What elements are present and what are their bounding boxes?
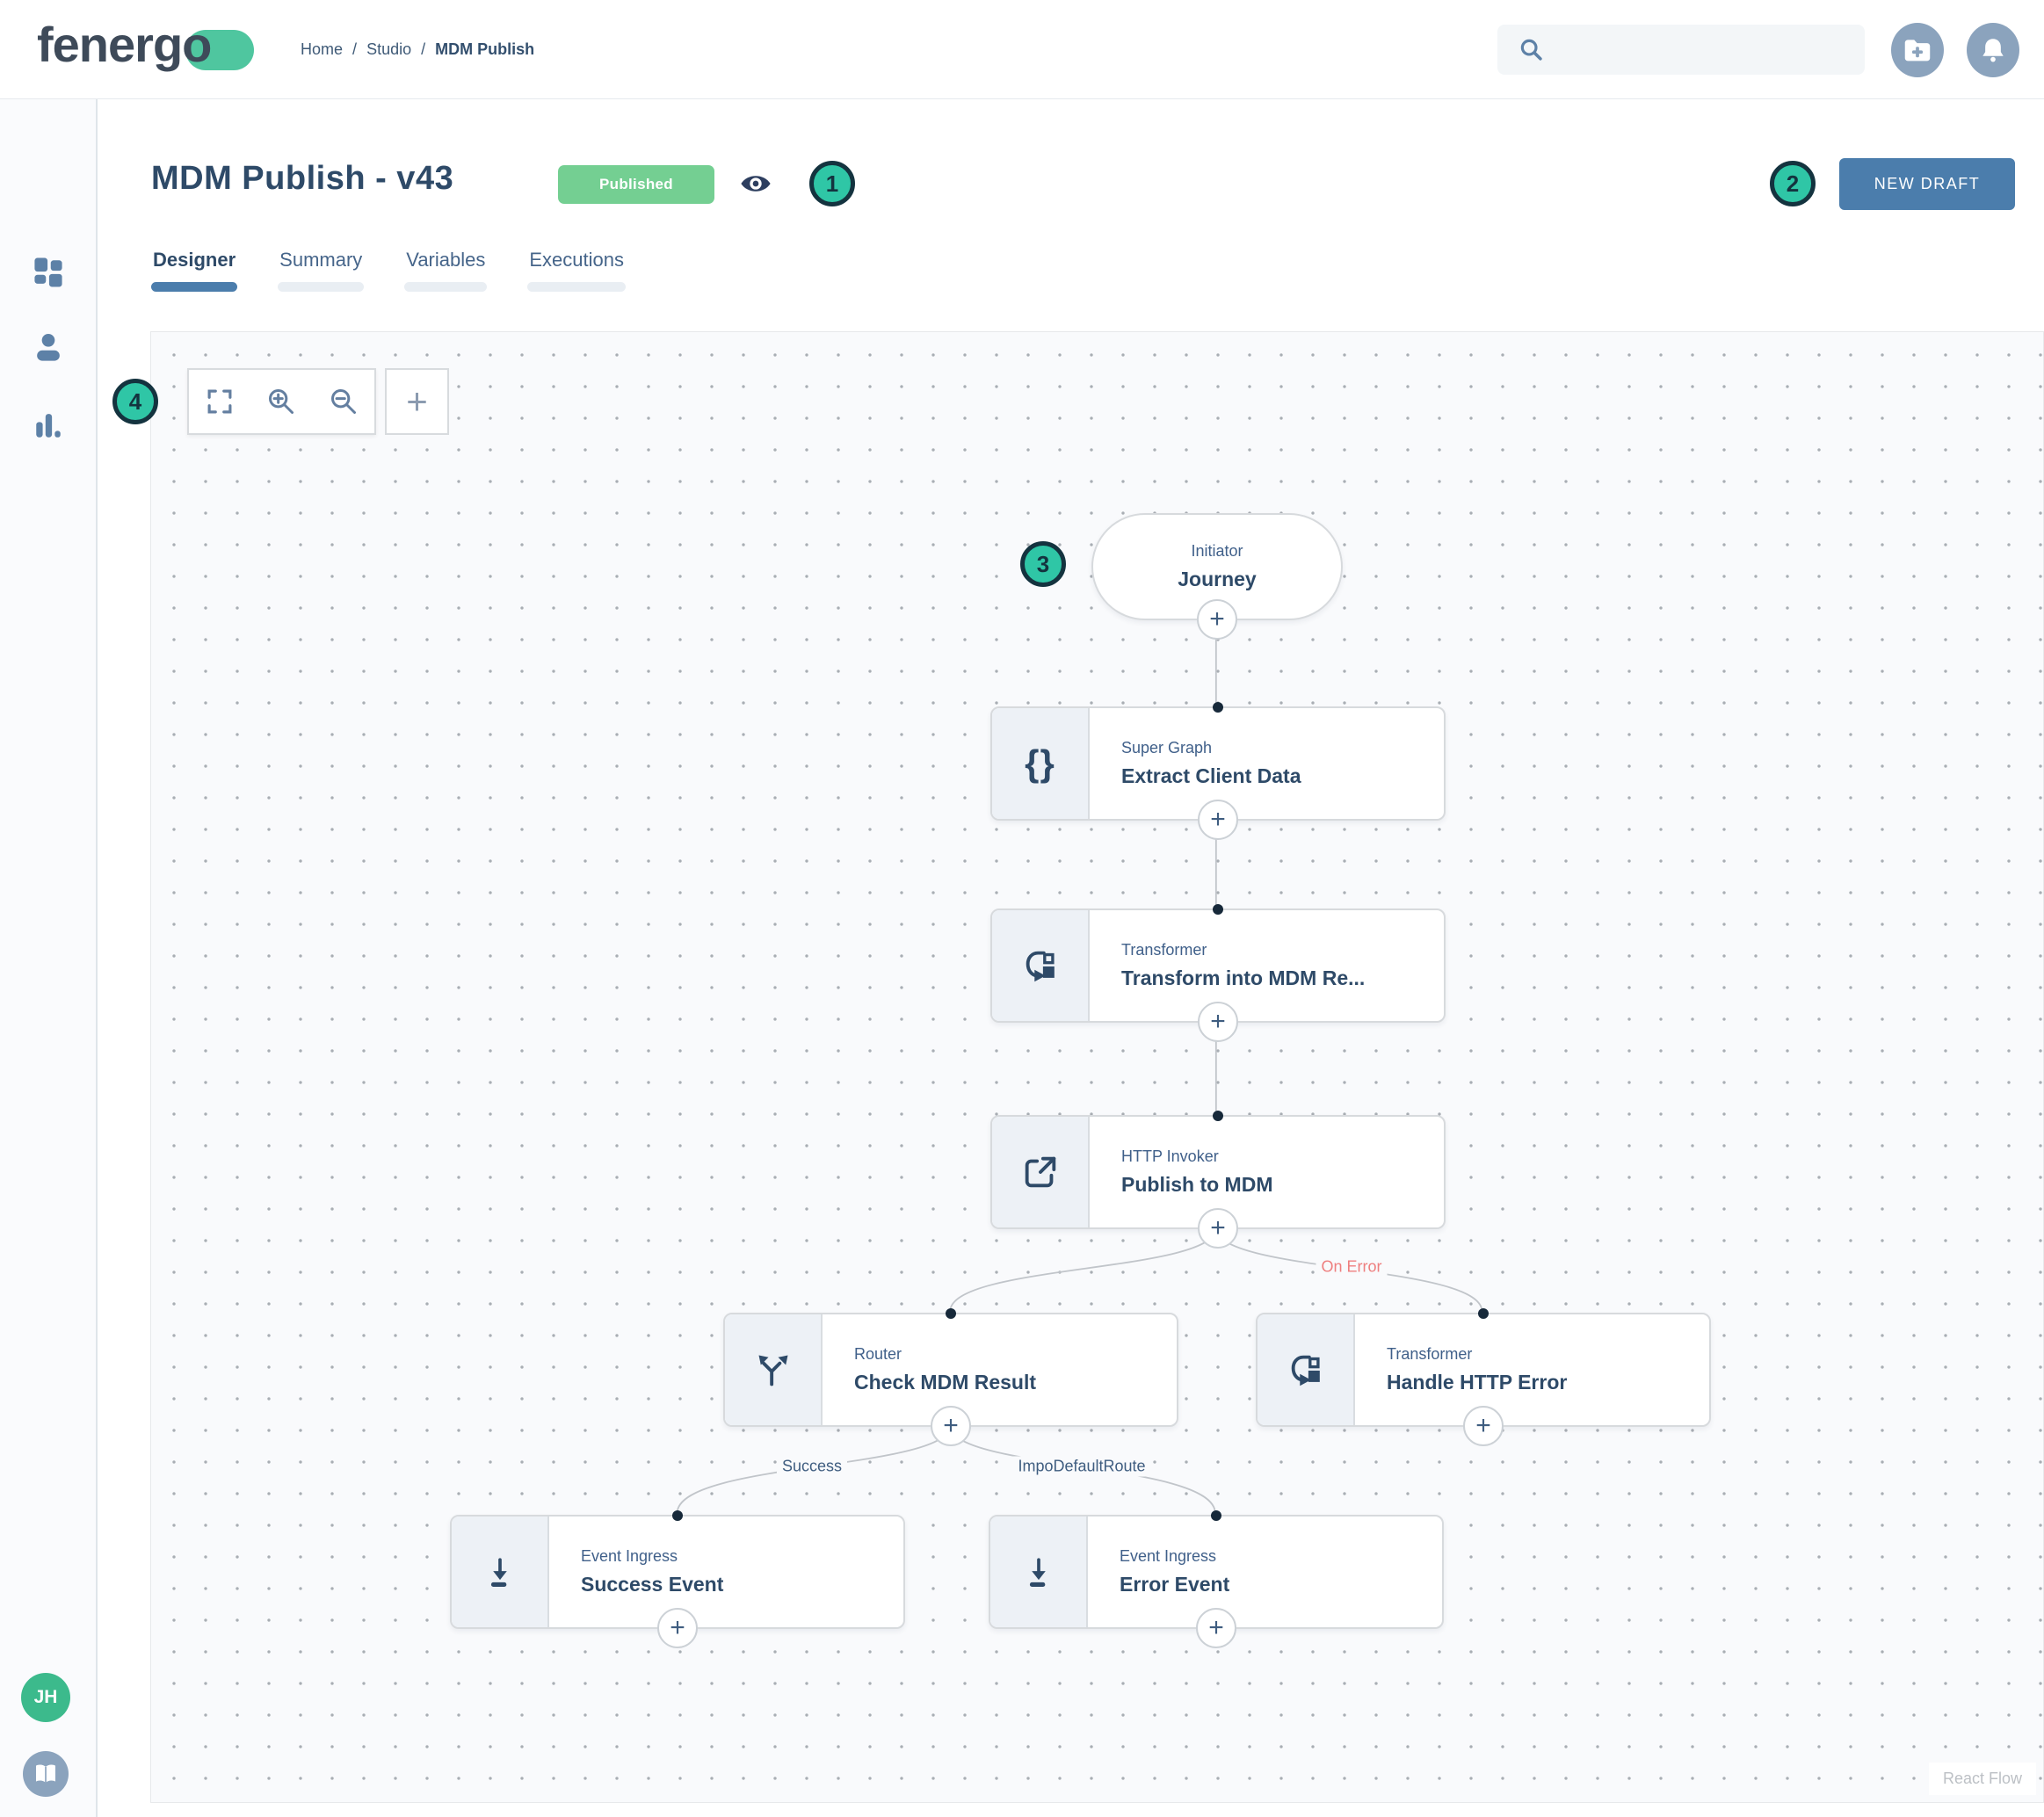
add-step-button[interactable]: + — [1197, 599, 1237, 640]
sidebar-item-users[interactable] — [29, 329, 68, 367]
flow-canvas[interactable]: On Error Success ImpoDefaultRoute — [150, 331, 2044, 1803]
node-icon-section — [992, 1117, 1090, 1227]
add-step-button[interactable]: + — [1198, 1208, 1238, 1249]
avatar-initials: JH — [34, 1687, 58, 1708]
node-extract-client-data[interactable]: {} Super Graph Extract Client Data + — [990, 706, 1446, 821]
braces-icon: {} — [1025, 742, 1055, 785]
zoom-in-icon — [264, 384, 299, 419]
split-route-icon — [754, 1350, 793, 1389]
tab-underline — [151, 282, 237, 292]
transform-icon — [1020, 945, 1061, 986]
add-step-button[interactable]: + — [657, 1608, 698, 1648]
status-badge: Published — [558, 165, 714, 204]
zoom-in-button[interactable] — [258, 379, 304, 424]
node-publish-to-mdm[interactable]: HTTP Invoker Publish to MDM + — [990, 1115, 1446, 1229]
node-icon-section — [990, 1517, 1088, 1627]
edge-target-handle — [1213, 1111, 1223, 1121]
fullscreen-icon — [203, 385, 236, 418]
breadcrumb: Home / Studio / MDM Publish — [301, 40, 534, 59]
search-input[interactable] — [1559, 40, 1849, 59]
external-link-icon — [1020, 1152, 1061, 1192]
react-flow-attribution: React Flow — [1929, 1763, 2036, 1795]
node-icon-section — [452, 1517, 549, 1627]
event-ingress-icon — [1019, 1553, 1058, 1591]
edge-target-handle — [1213, 702, 1223, 713]
search-icon — [1517, 35, 1547, 65]
bell-icon — [1978, 35, 2008, 65]
node-icon-section — [725, 1314, 823, 1425]
node-icon-section — [992, 910, 1090, 1021]
tab-designer[interactable]: Designer — [151, 249, 237, 292]
node-check-mdm-result[interactable]: Router Check MDM Result + — [723, 1313, 1178, 1427]
eye-icon — [738, 169, 773, 199]
canvas-toolbar — [187, 368, 376, 435]
fenergo-logo[interactable]: fenergo — [37, 16, 211, 73]
event-ingress-icon — [481, 1553, 519, 1591]
edge-target-handle — [1211, 1510, 1221, 1521]
add-step-button[interactable]: + — [1196, 1608, 1236, 1648]
breadcrumb-separator: / — [352, 40, 357, 58]
zoom-out-icon — [326, 384, 361, 419]
add-step-button[interactable]: + — [1198, 800, 1238, 840]
new-draft-button[interactable]: NEW DRAFT — [1839, 158, 2015, 210]
tab-variables[interactable]: Variables — [404, 249, 487, 292]
annotation-marker-4: 4 — [112, 379, 158, 424]
documentation-button[interactable] — [23, 1751, 69, 1797]
transform-icon — [1286, 1350, 1326, 1390]
bar-chart-icon — [29, 406, 68, 445]
edge-target-handle — [1213, 904, 1223, 915]
breadcrumb-current: MDM Publish — [435, 40, 534, 58]
edge-target-handle — [946, 1308, 956, 1319]
add-step-button[interactable]: + — [931, 1406, 971, 1446]
annotation-marker-1: 1 — [809, 161, 855, 206]
fit-view-button[interactable] — [197, 379, 243, 424]
add-step-button[interactable]: + — [1198, 1002, 1238, 1042]
node-icon-section — [1258, 1314, 1355, 1425]
annotation-marker-3: 3 — [1020, 541, 1066, 587]
global-search — [1497, 25, 1865, 75]
tab-summary[interactable]: Summary — [278, 249, 364, 292]
sidebar-item-dashboard[interactable] — [29, 253, 68, 292]
tab-bar: Designer Summary Variables Executions — [151, 249, 626, 292]
breadcrumb-studio[interactable]: Studio — [366, 40, 411, 58]
page-title: MDM Publish - v43 — [151, 160, 453, 198]
edge-label-on-error: On Error — [1316, 1257, 1387, 1278]
node-icon-section: {} — [992, 708, 1090, 819]
sidebar-item-analytics[interactable] — [29, 406, 68, 445]
edge-label-success: Success — [777, 1457, 847, 1477]
user-avatar[interactable]: JH — [21, 1673, 70, 1722]
left-sidebar: JH — [0, 99, 98, 1817]
tab-executions[interactable]: Executions — [527, 249, 626, 292]
zoom-out-button[interactable] — [321, 379, 366, 424]
logo-o: o — [182, 17, 211, 72]
top-header: fenergo Home / Studio / MDM Publish — [0, 0, 2044, 99]
notifications-button[interactable] — [1967, 23, 2019, 77]
edge-target-handle — [672, 1510, 683, 1521]
edge-label-default-route: ImpoDefaultRoute — [1012, 1457, 1150, 1477]
breadcrumb-separator: / — [421, 40, 425, 58]
annotation-marker-2: 2 — [1770, 161, 1816, 206]
node-success-event[interactable]: Event Ingress Success Event + — [450, 1515, 905, 1629]
node-handle-http-error[interactable]: Transformer Handle HTTP Error + — [1256, 1313, 1711, 1427]
tab-underline — [278, 282, 364, 292]
add-node-button[interactable]: + — [385, 368, 449, 435]
dashboard-icon — [29, 253, 68, 292]
tab-underline — [527, 282, 626, 292]
edge-target-handle — [1478, 1308, 1489, 1319]
preview-toggle-button[interactable] — [738, 169, 773, 199]
node-journey-initiator[interactable]: Initiator Journey + — [1091, 513, 1343, 620]
tab-underline — [404, 282, 487, 292]
new-item-button[interactable] — [1891, 23, 1944, 77]
breadcrumb-home[interactable]: Home — [301, 40, 343, 58]
add-step-button[interactable]: + — [1463, 1406, 1504, 1446]
logo-text: fenerg — [37, 17, 182, 72]
person-icon — [29, 329, 68, 367]
node-transform-into-mdm[interactable]: Transformer Transform into MDM Re... + — [990, 908, 1446, 1023]
node-error-event[interactable]: Event Ingress Error Event + — [989, 1515, 1444, 1629]
folder-plus-icon — [1902, 34, 1933, 66]
book-icon — [32, 1760, 60, 1788]
